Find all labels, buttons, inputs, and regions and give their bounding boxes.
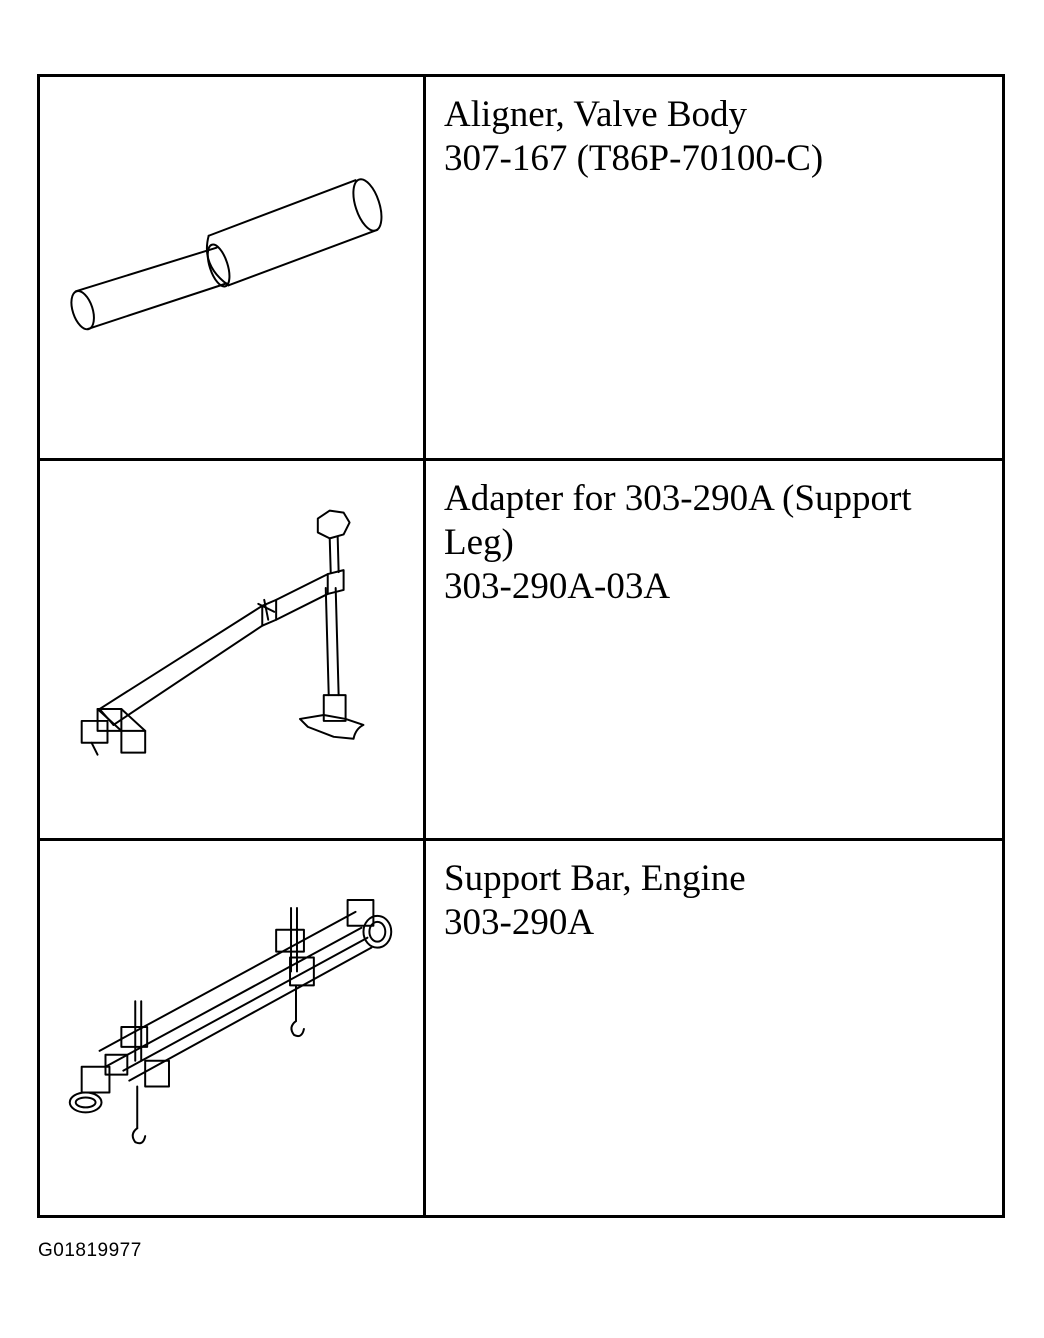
tool-part-number: 307-167 (T86P-70100-C) [444, 138, 824, 179]
support-leg-adapter-drawing [80, 509, 365, 756]
tool-part-number: 303-290A [444, 902, 595, 943]
tool-row-support-leg-adapter: Adapter for 303-290A (Support Leg) 303-2… [40, 461, 1002, 841]
tool-row-valve-body-aligner: Aligner, Valve Body 307-167 (T86P-70100-… [40, 77, 1002, 461]
tool-illustration-cell [40, 461, 426, 838]
tool-description: Support Bar, Engine 303-290A [444, 857, 982, 945]
tool-description: Adapter for 303-290A (Support Leg) 303-2… [444, 477, 982, 609]
figure-id: G01819977 [38, 1240, 142, 1261]
valve-body-aligner-drawing [70, 178, 383, 331]
tool-name: Aligner, Valve Body [444, 94, 748, 135]
engine-support-bar-drawing [68, 899, 393, 1145]
tool-part-number: 303-290A-03A [444, 566, 671, 607]
tool-illustration-cell [40, 841, 426, 1215]
tool-row-engine-support-bar: Support Bar, Engine 303-290A [40, 841, 1002, 1215]
tool-name: Adapter for 303-290A (Support Leg) [444, 478, 921, 563]
tool-description: Aligner, Valve Body 307-167 (T86P-70100-… [444, 93, 982, 181]
tool-name: Support Bar, Engine [444, 858, 746, 899]
tool-illustration-cell [40, 77, 426, 458]
special-tools-table: Aligner, Valve Body 307-167 (T86P-70100-… [37, 74, 1005, 1218]
